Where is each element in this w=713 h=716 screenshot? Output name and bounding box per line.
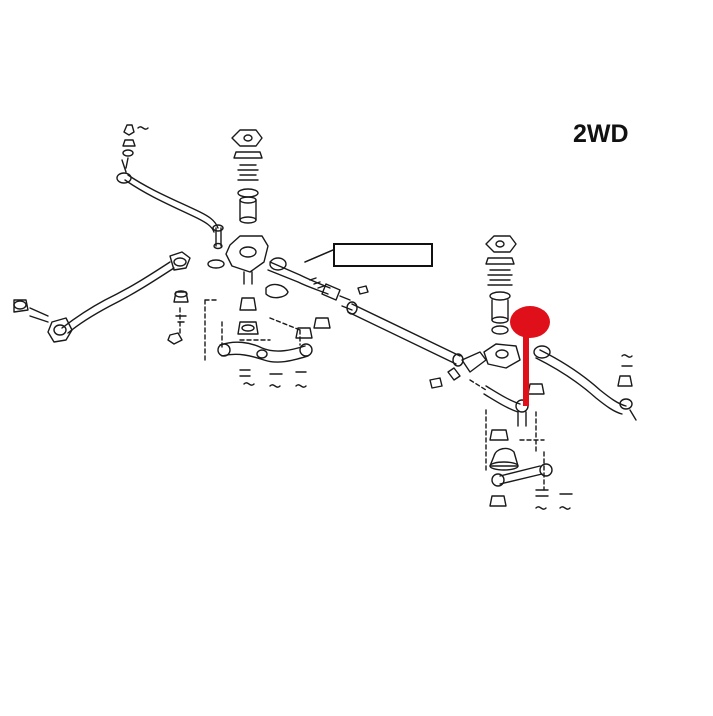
- callout-label-box: [333, 243, 433, 267]
- right-tie-rod: [527, 345, 637, 421]
- left-lower-tie-rod: [13, 251, 191, 345]
- highlight-pointer-dot: [510, 306, 550, 338]
- diagram-title: 2WD: [573, 120, 629, 148]
- left-upper-tie-rod: [116, 124, 224, 250]
- left-lower-arm: [217, 317, 331, 388]
- highlight-pointer-stem: [523, 332, 529, 406]
- right-idler-stack: [483, 235, 521, 369]
- center-relay-rod: [339, 295, 487, 373]
- left-idler-stack: [207, 129, 289, 335]
- left-dashed-guides: [179, 299, 301, 361]
- highlight-marker: [510, 306, 550, 406]
- right-lower-arm: [429, 367, 573, 510]
- left-relay-arm: [267, 249, 369, 301]
- callout-leader-line: [304, 249, 334, 263]
